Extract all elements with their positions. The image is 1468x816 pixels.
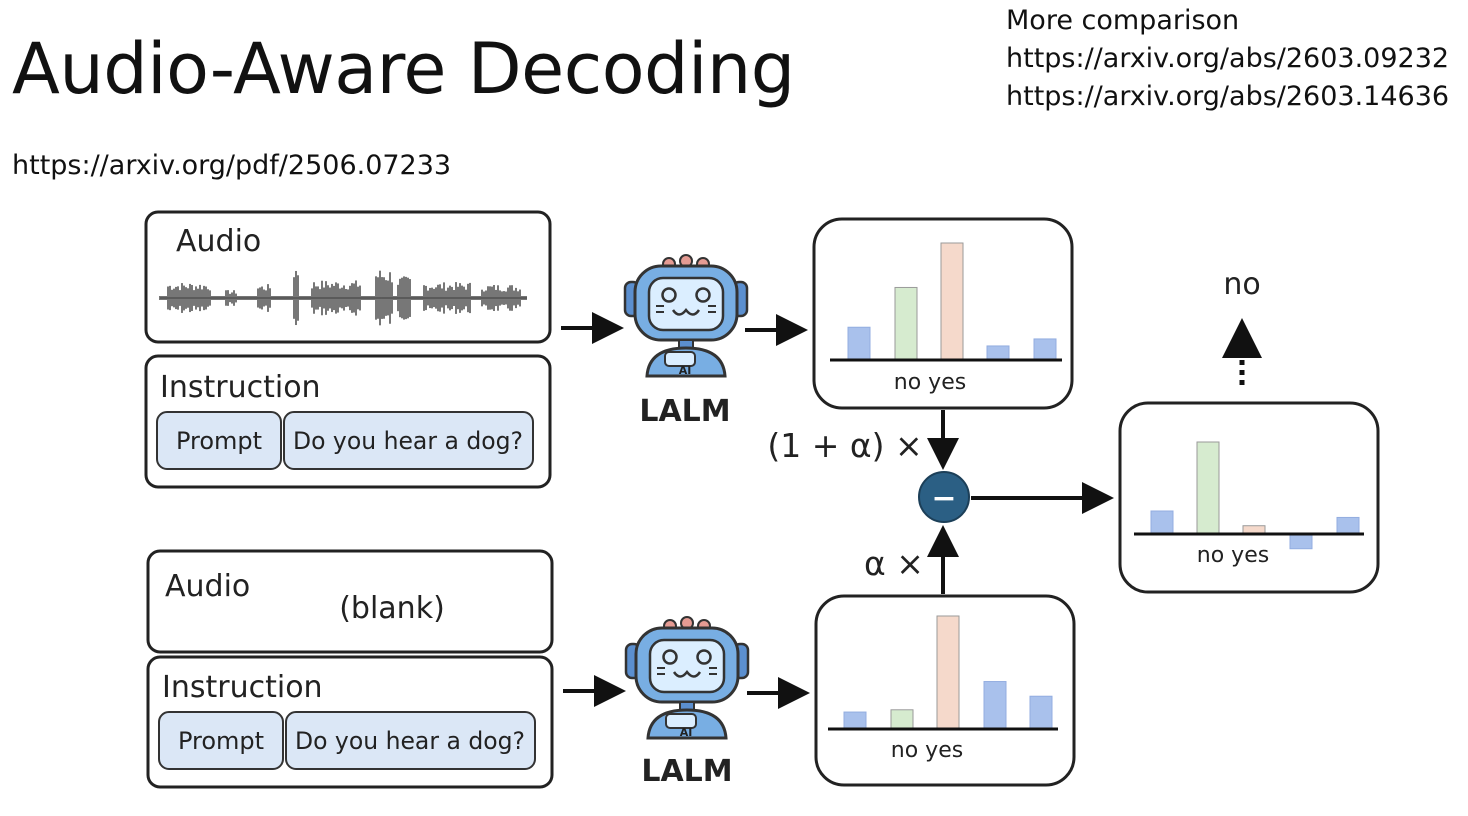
bottom-question-chip [285, 711, 536, 770]
top-prompt-chip [156, 411, 282, 470]
bottom-lalm-robot-icon [624, 615, 750, 740]
distribution-bar [1196, 441, 1220, 535]
distribution-bar [843, 711, 867, 730]
bottom-prompt-chip [158, 711, 284, 770]
top-coefficient-label: (1 + α) × [767, 426, 922, 465]
waveform-icon [159, 270, 527, 326]
source-paper-link[interactable]: https://arxiv.org/pdf/2506.07233 [12, 150, 452, 181]
bottom-audio-label: Audio [165, 569, 250, 604]
distribution-bar [1033, 338, 1057, 361]
top-model-label: LALM [639, 394, 730, 429]
distribution-bar [936, 615, 960, 730]
bottom-question-text: Do you hear a dog? [295, 727, 525, 755]
distribution-bar [890, 709, 914, 730]
subtract-operator-symbol: − [931, 481, 956, 516]
top-audio-box [144, 210, 552, 344]
comparison-heading: More comparison [1006, 5, 1240, 36]
distribution-bar [986, 345, 1010, 361]
top-audio-label: Audio [176, 224, 261, 259]
top-prompt-label: Prompt [176, 427, 262, 455]
slide-title: Audio-Aware Decoding [12, 28, 795, 110]
distribution-bar [1150, 510, 1174, 535]
bottom-instruction-label: Instruction [162, 670, 323, 705]
distribution-bar [1289, 533, 1313, 550]
bottom-distribution-axis-label: no yes [891, 738, 963, 763]
bottom-distribution-chart [828, 615, 1058, 731]
top-instruction-label: Instruction [160, 370, 321, 405]
result-distribution-axis-label: no yes [1197, 543, 1269, 568]
top-question-text: Do you hear a dog? [293, 427, 523, 455]
bottom-prompt-label: Prompt [178, 727, 264, 755]
distribution-bar [894, 286, 918, 361]
comparison-links: More comparison https://arxiv.org/abs/26… [1006, 2, 1449, 116]
top-distribution-axis-label: no yes [894, 370, 966, 395]
bottom-audio-box [146, 549, 554, 654]
output-token: no [1223, 267, 1260, 302]
result-distribution-chart [1134, 441, 1364, 550]
result-distribution-panel [1118, 401, 1380, 594]
comparison-link[interactable]: https://arxiv.org/abs/2603.09232 [1006, 43, 1450, 74]
bottom-robot-badge: AI [680, 726, 693, 739]
bottom-coefficient-label: α × [864, 544, 924, 583]
distribution-bar [1029, 695, 1053, 730]
bottom-model-label: LALM [641, 754, 732, 789]
distribution-bar [847, 326, 871, 361]
distribution-bar [1336, 516, 1360, 535]
top-question-chip [283, 411, 534, 470]
top-distribution-chart [830, 242, 1062, 362]
distribution-bar [983, 681, 1007, 730]
top-robot-badge: AI [679, 364, 692, 377]
top-lalm-robot-icon [623, 253, 749, 378]
comparison-link[interactable]: https://arxiv.org/abs/2603.14636 [1006, 81, 1450, 112]
distribution-bar [940, 242, 964, 361]
subtract-operator [918, 471, 970, 523]
blank-audio-value: (blank) [339, 591, 445, 626]
